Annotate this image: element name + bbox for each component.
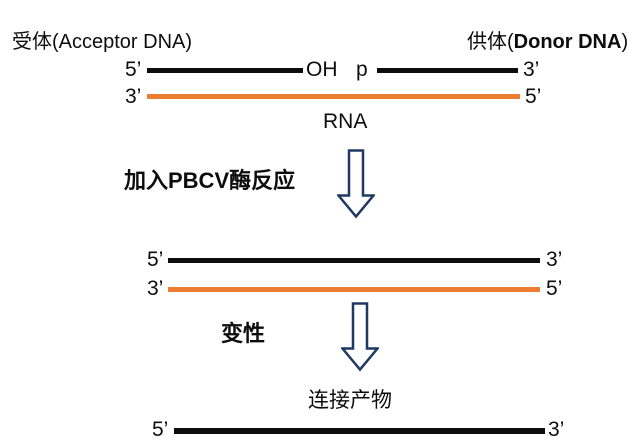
acceptor-dna-strand: [147, 68, 303, 73]
ligation-product-strand: [174, 428, 545, 434]
step2-label: 变性: [221, 321, 266, 346]
phosphate-group-label: p: [356, 58, 368, 81]
acceptor-dna-label: 受体(Acceptor DNA): [12, 31, 193, 53]
down-arrow-shape: [337, 149, 375, 219]
middle-upper-strand-left-end: 5’: [147, 248, 164, 271]
donor-label-prefix: 供体(: [467, 31, 514, 53]
middle-lower-strand: [168, 287, 540, 292]
down-arrow-icon-2: [341, 302, 379, 372]
middle-upper-strand: [168, 258, 540, 263]
middle-lower-strand-right-end: 5’: [546, 277, 563, 300]
donor-label-bold: Donor DNA: [513, 31, 622, 53]
donor-dna-label: 供体(Donor DNA): [467, 30, 628, 54]
top-lower-strand-right-end: 5’: [525, 85, 542, 108]
step1-label: 加入PBCV酶反应: [124, 168, 296, 193]
bottom-strand-right-end: 3’: [548, 418, 565, 441]
middle-upper-strand-right-end: 3’: [546, 248, 563, 271]
donor-dna-strand: [377, 68, 518, 73]
top-upper-strand-right-end: 3’: [523, 58, 540, 81]
down-arrow-icon: [337, 149, 375, 219]
middle-lower-strand-left-end: 3’: [147, 277, 164, 300]
down-arrow-shape: [341, 302, 379, 372]
hydroxyl-group-label: OH: [306, 58, 338, 81]
rna-strand: [147, 94, 520, 99]
ligation-product-label: 连接产物: [308, 389, 392, 412]
top-lower-strand-left-end: 3’: [125, 85, 142, 108]
donor-label-suffix: ): [621, 31, 629, 53]
rna-label: RNA: [323, 110, 368, 133]
top-upper-strand-left-end: 5’: [125, 58, 142, 81]
bottom-strand-left-end: 5’: [152, 418, 169, 441]
